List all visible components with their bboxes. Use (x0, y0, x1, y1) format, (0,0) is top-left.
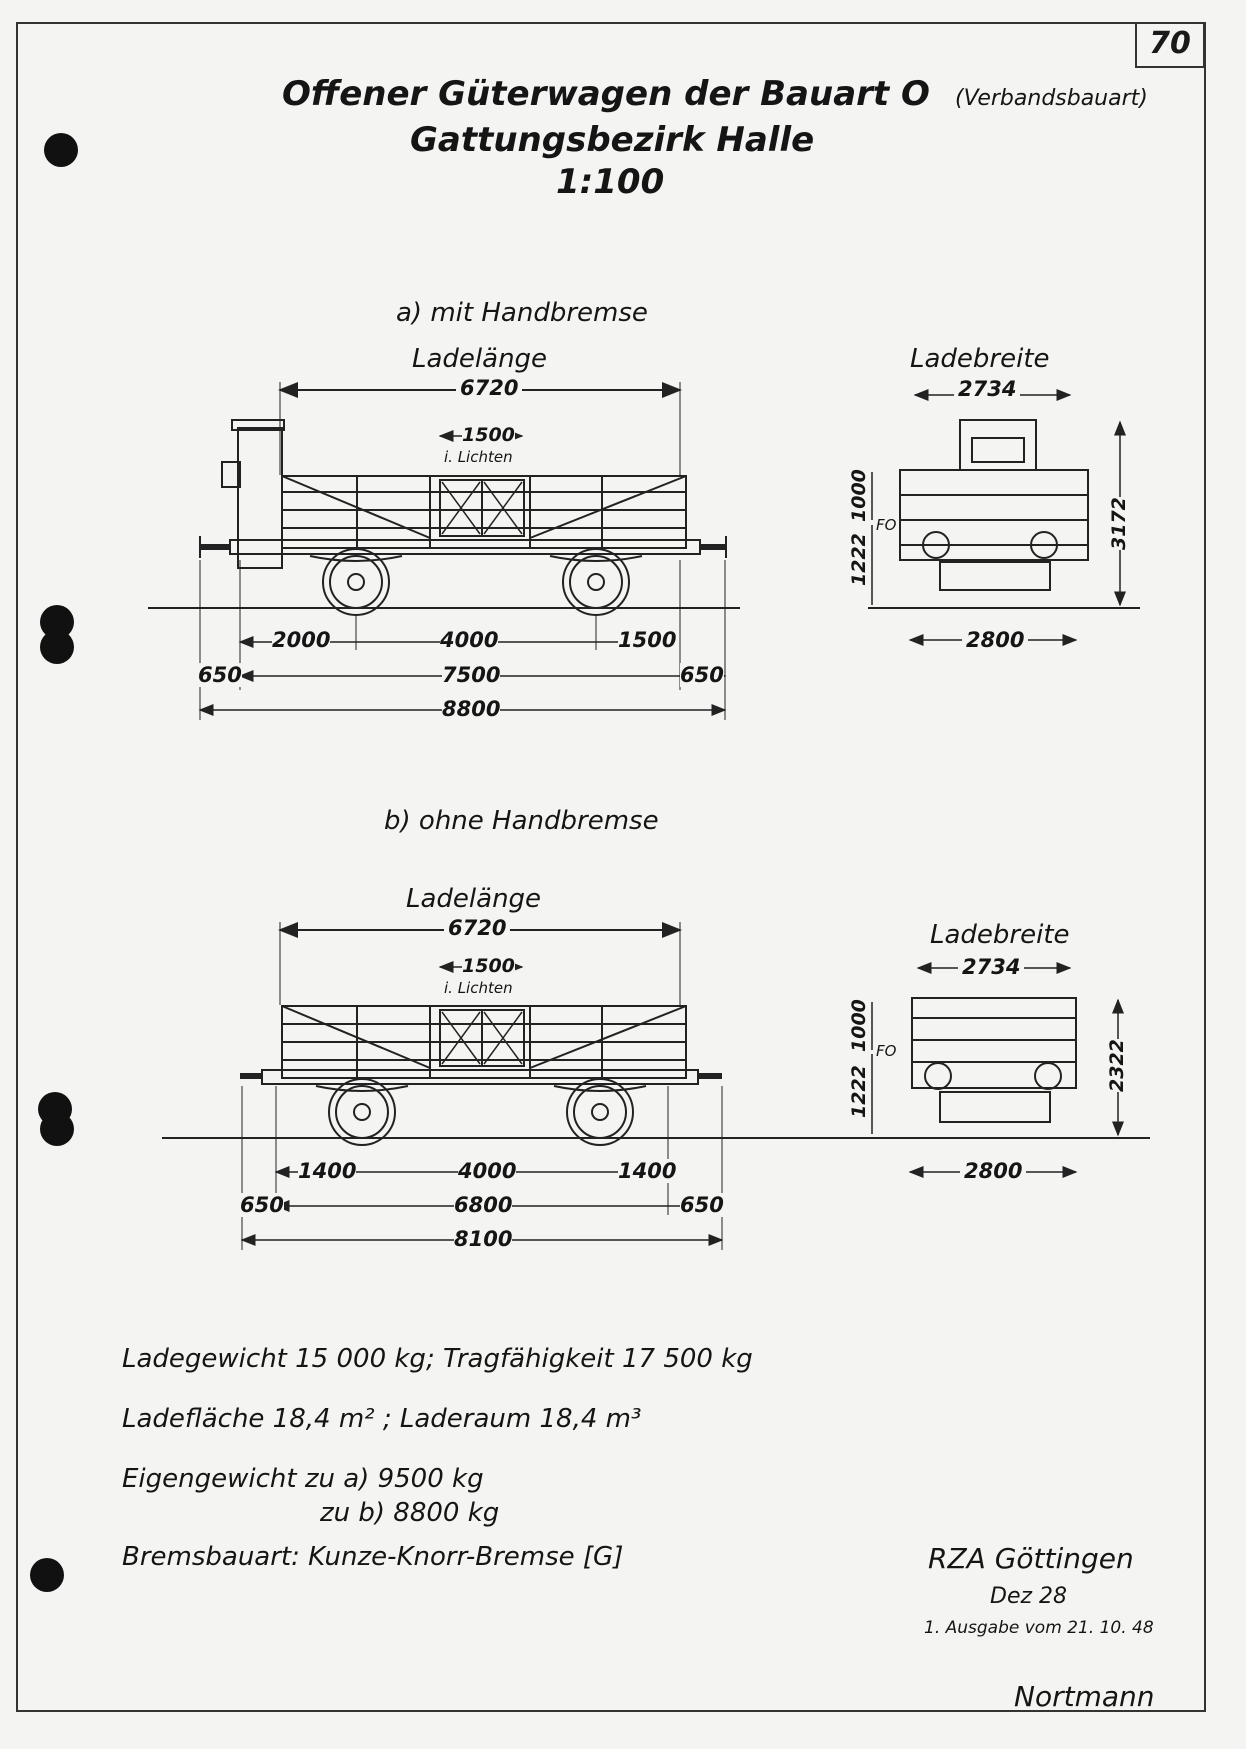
section-b-dim-frame-length: 6800 (454, 1193, 513, 1217)
page-frame (16, 22, 1206, 1712)
section-b-dim-total-height: 2322 (1106, 1039, 1128, 1092)
section-b-dim-buffer-right: 650 (680, 1193, 724, 1217)
page-number: 70 (1135, 22, 1205, 68)
section-a-dim-right-overhang: 1500 (618, 628, 677, 652)
footer-dez: Dez 28 (990, 1584, 1068, 1609)
section-a-dim-buffer-left: 650 (198, 663, 242, 687)
section-b-dim-floor-height: 1222 (848, 1065, 870, 1118)
section-a-dim-side-height: 1000 (848, 469, 870, 522)
section-a-dim-floor-height: 1222 (848, 533, 870, 586)
section-a-door-width: 1500 (462, 424, 515, 446)
title-line1: Offener Güterwagen der Bauart O (282, 74, 930, 114)
section-a-dim-track-width: 2800 (962, 628, 1029, 652)
section-a-ladelaenge-label: Ladelänge (412, 344, 548, 374)
footer-office: RZA Göttingen (928, 1542, 1134, 1575)
section-b-ladelaenge: 6720 (444, 916, 511, 940)
section-b-ladelaenge-label: Ladelänge (406, 884, 542, 914)
section-a-dim-left-overhang: 2000 (272, 628, 331, 652)
punch-hole (44, 133, 78, 167)
section-b-door-width: 1500 (462, 955, 515, 977)
section-b-dim-buffer-left: 650 (240, 1193, 284, 1217)
section-a-dim-total-length: 8800 (442, 697, 501, 721)
section-a-dim-frame-length: 7500 (442, 663, 501, 687)
spec-tare-a: Eigengewicht zu a) 9500 kg (122, 1464, 484, 1494)
section-b-dim-total-length: 8100 (454, 1227, 513, 1251)
section-b-dim-side-height: 1000 (848, 999, 870, 1052)
section-b-dim-left-overhang: 1400 (298, 1159, 357, 1183)
punch-hole (40, 1112, 74, 1146)
section-b-ladebreite-label: Ladebreite (930, 920, 1070, 950)
section-b-heading: b) ohne Handbremse (384, 806, 659, 836)
section-a-door-note: i. Lichten (444, 448, 513, 466)
section-a-dim-fo: FO (876, 516, 897, 534)
section-b-dim-track-width: 2800 (960, 1159, 1027, 1183)
section-a-ladebreite: 2734 (954, 377, 1021, 401)
section-a-ladebreite-label: Ladebreite (910, 344, 1050, 374)
footer-signature: Nortmann (1014, 1680, 1155, 1713)
section-b-dim-right-overhang: 1400 (618, 1159, 677, 1183)
spec-weights: Ladegewicht 15 000 kg; Tragfähigkeit 17 … (122, 1344, 753, 1374)
title-line2: Gattungsbezirk Halle (410, 120, 815, 160)
section-b-dim-fo: FO (876, 1042, 897, 1060)
title-note: (Verbandsbauart) (955, 86, 1148, 111)
section-a-dim-wheelbase: 4000 (440, 628, 499, 652)
section-a-dim-buffer-right: 650 (680, 663, 724, 687)
section-a-ladelaenge: 6720 (456, 376, 523, 400)
section-b-dim-wheelbase: 4000 (458, 1159, 517, 1183)
section-b-ladebreite: 2734 (958, 955, 1025, 979)
punch-hole (30, 1558, 64, 1592)
punch-hole (40, 630, 74, 664)
section-a-dim-total-height: 3172 (1108, 497, 1130, 550)
spec-brake: Bremsbauart: Kunze-Knorr-Bremse [G] (122, 1542, 624, 1572)
spec-area: Ladefläche 18,4 m² ; Laderaum 18,4 m³ (122, 1404, 642, 1434)
title-scale: 1:100 (556, 162, 665, 202)
section-a-heading: a) mit Handbremse (396, 298, 648, 328)
footer-edition: 1. Ausgabe vom 21. 10. 48 (924, 1618, 1154, 1638)
section-b-door-note: i. Lichten (444, 979, 513, 997)
spec-tare-b: zu b) 8800 kg (320, 1498, 500, 1528)
